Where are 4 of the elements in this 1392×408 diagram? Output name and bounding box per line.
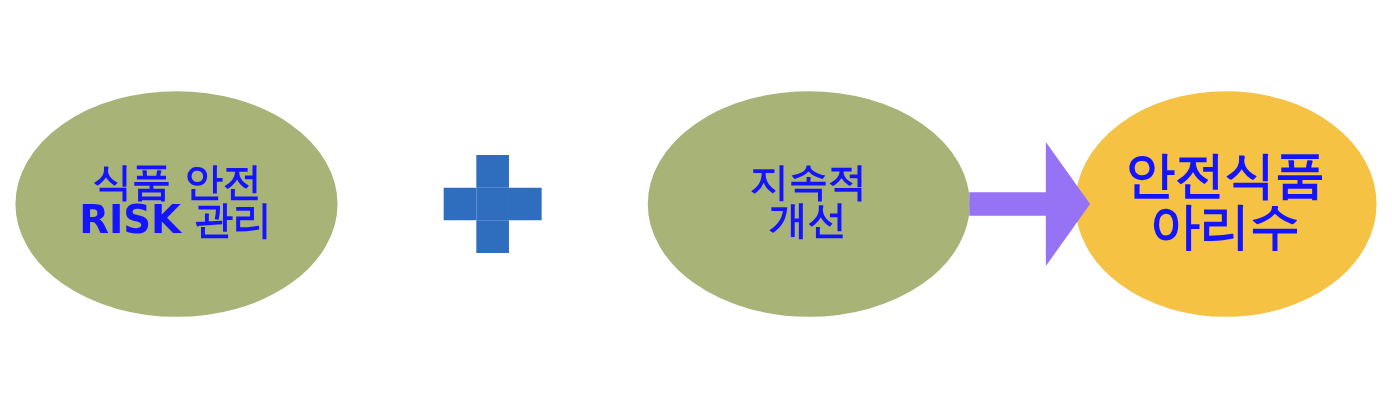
node-ellipse: 식품 안전 RISK 관리 — [15, 91, 338, 317]
arrow — [969, 142, 1091, 266]
node-ellipse: 안전식품 아리수 — [1075, 91, 1377, 317]
node-ellipse: 지속적 개선 — [647, 91, 970, 317]
